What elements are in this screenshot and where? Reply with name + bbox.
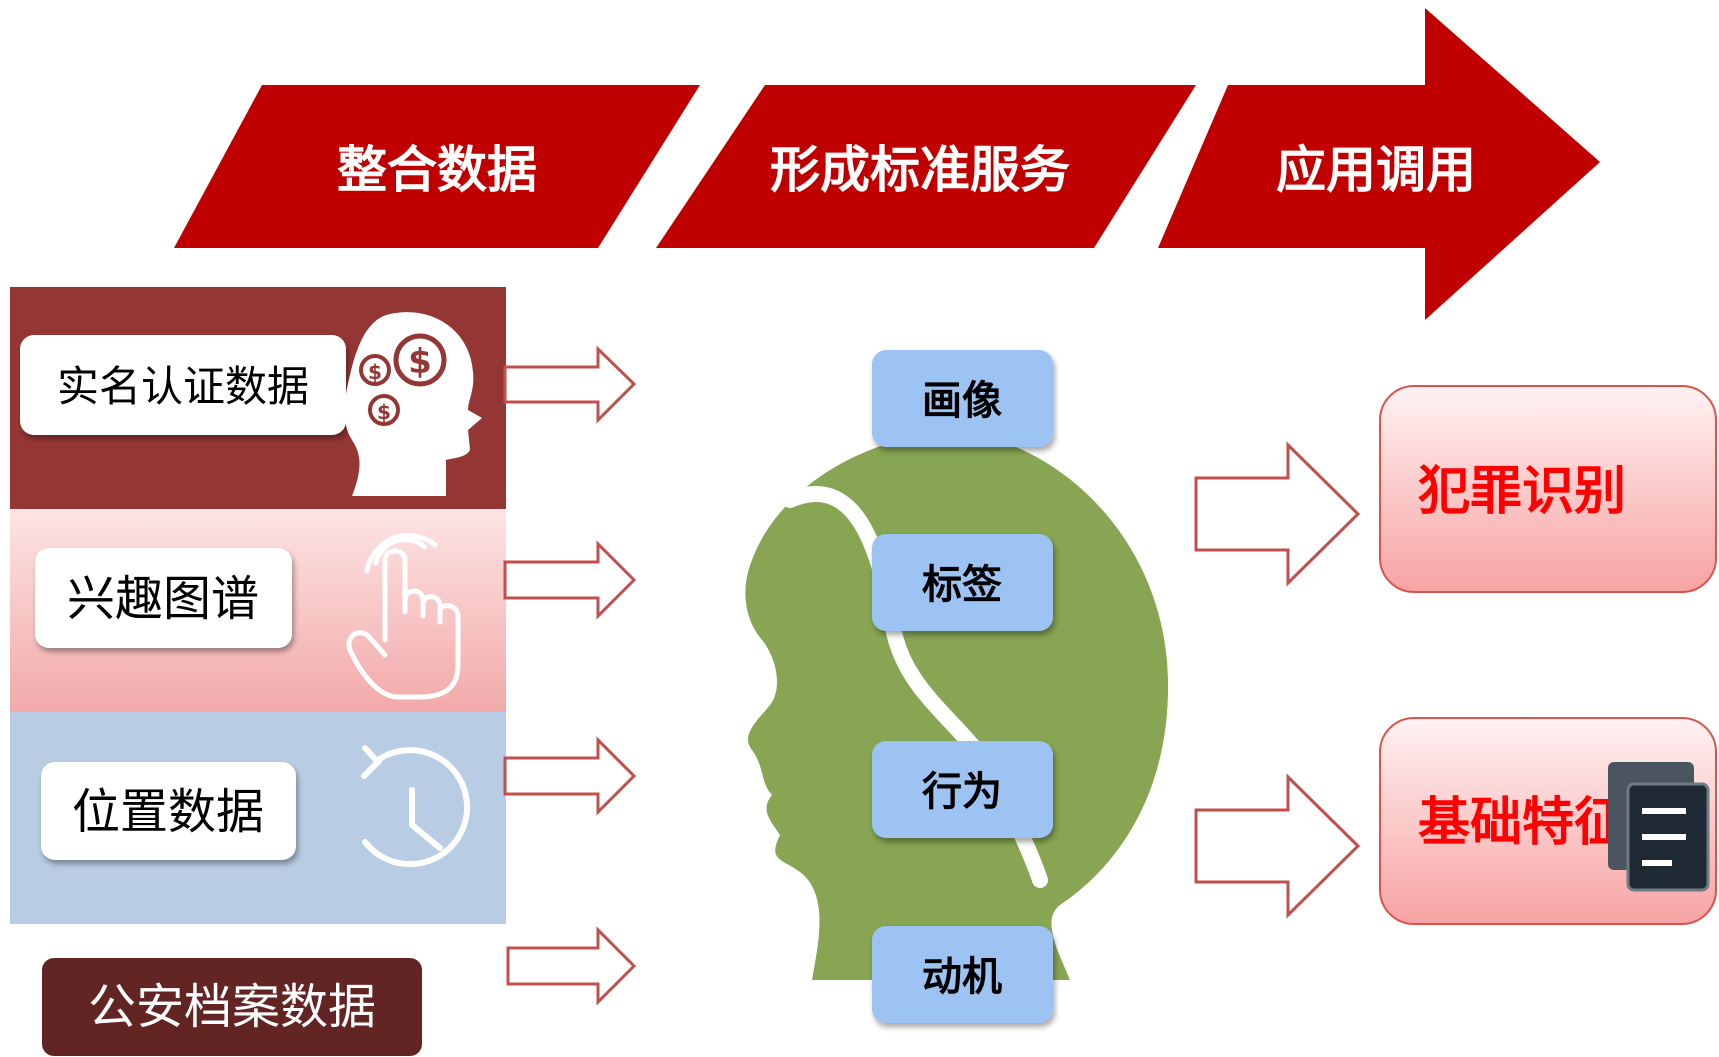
source-label-box-3 <box>41 762 296 860</box>
application-label-2: 基础特征 <box>1418 793 1626 853</box>
profile-tag-box-4 <box>872 926 1053 1023</box>
output-arrow-2 <box>1194 773 1361 919</box>
application-label-1: 犯罪识别 <box>1418 462 1626 522</box>
stage-big-arrow <box>1158 8 1600 320</box>
input-arrow-4 <box>506 926 637 1006</box>
svg-text:$: $ <box>368 360 382 384</box>
input-arrow-2 <box>503 540 637 620</box>
stage-parallelogram-1 <box>174 85 700 248</box>
source-label-3: 位置数据 <box>72 784 264 840</box>
documents-icon <box>1608 762 1710 892</box>
stage-parallelogram-2 <box>656 85 1196 248</box>
output-arrow-1 <box>1194 441 1361 587</box>
source-label-box-2 <box>35 548 292 648</box>
svg-text:$: $ <box>408 342 432 382</box>
head-dollar-icon: $ $ $ <box>344 312 482 496</box>
profile-tag-2: 标签 <box>922 562 1002 608</box>
source-label-4: 公安档案数据 <box>88 979 376 1035</box>
output-arrows <box>1194 441 1361 919</box>
svg-text:$: $ <box>377 400 391 424</box>
input-arrows <box>503 345 637 1006</box>
stage-label-2: 形成标准服务 <box>770 141 1070 199</box>
input-arrow-3 <box>503 736 637 816</box>
source-label-box-4 <box>42 958 422 1056</box>
profile-head-silhouette <box>745 430 1169 980</box>
application-box-1 <box>1379 385 1717 593</box>
stage-label-1: 整合数据 <box>337 141 537 199</box>
applications: 犯罪识别 基础特征 <box>1379 385 1717 925</box>
source-label-box-1 <box>20 335 346 435</box>
stage-label-3: 应用调用 <box>1276 141 1476 199</box>
profile-tag-box-3 <box>872 741 1053 838</box>
source-label-1: 实名认证数据 <box>57 362 309 411</box>
profile-tag-4: 动机 <box>922 954 1002 1000</box>
history-clock-icon <box>361 745 471 868</box>
data-sources: 实名认证数据 兴趣图谱 位置数据 公安档案数据 $ $ $ <box>10 287 506 1056</box>
source-label-2: 兴趣图谱 <box>67 571 259 627</box>
profile-tag-1: 画像 <box>922 378 1002 424</box>
stage-banners: 整合数据 形成标准服务 应用调用 <box>174 8 1600 320</box>
profile-tag-box-2 <box>872 534 1053 631</box>
input-arrow-1 <box>503 345 637 424</box>
tap-hand-icon <box>346 533 461 700</box>
profile-tags: 画像 标签 行为 动机 <box>872 350 1053 1023</box>
profile-tag-box-1 <box>872 350 1053 447</box>
profile-tag-3: 行为 <box>922 769 1002 815</box>
